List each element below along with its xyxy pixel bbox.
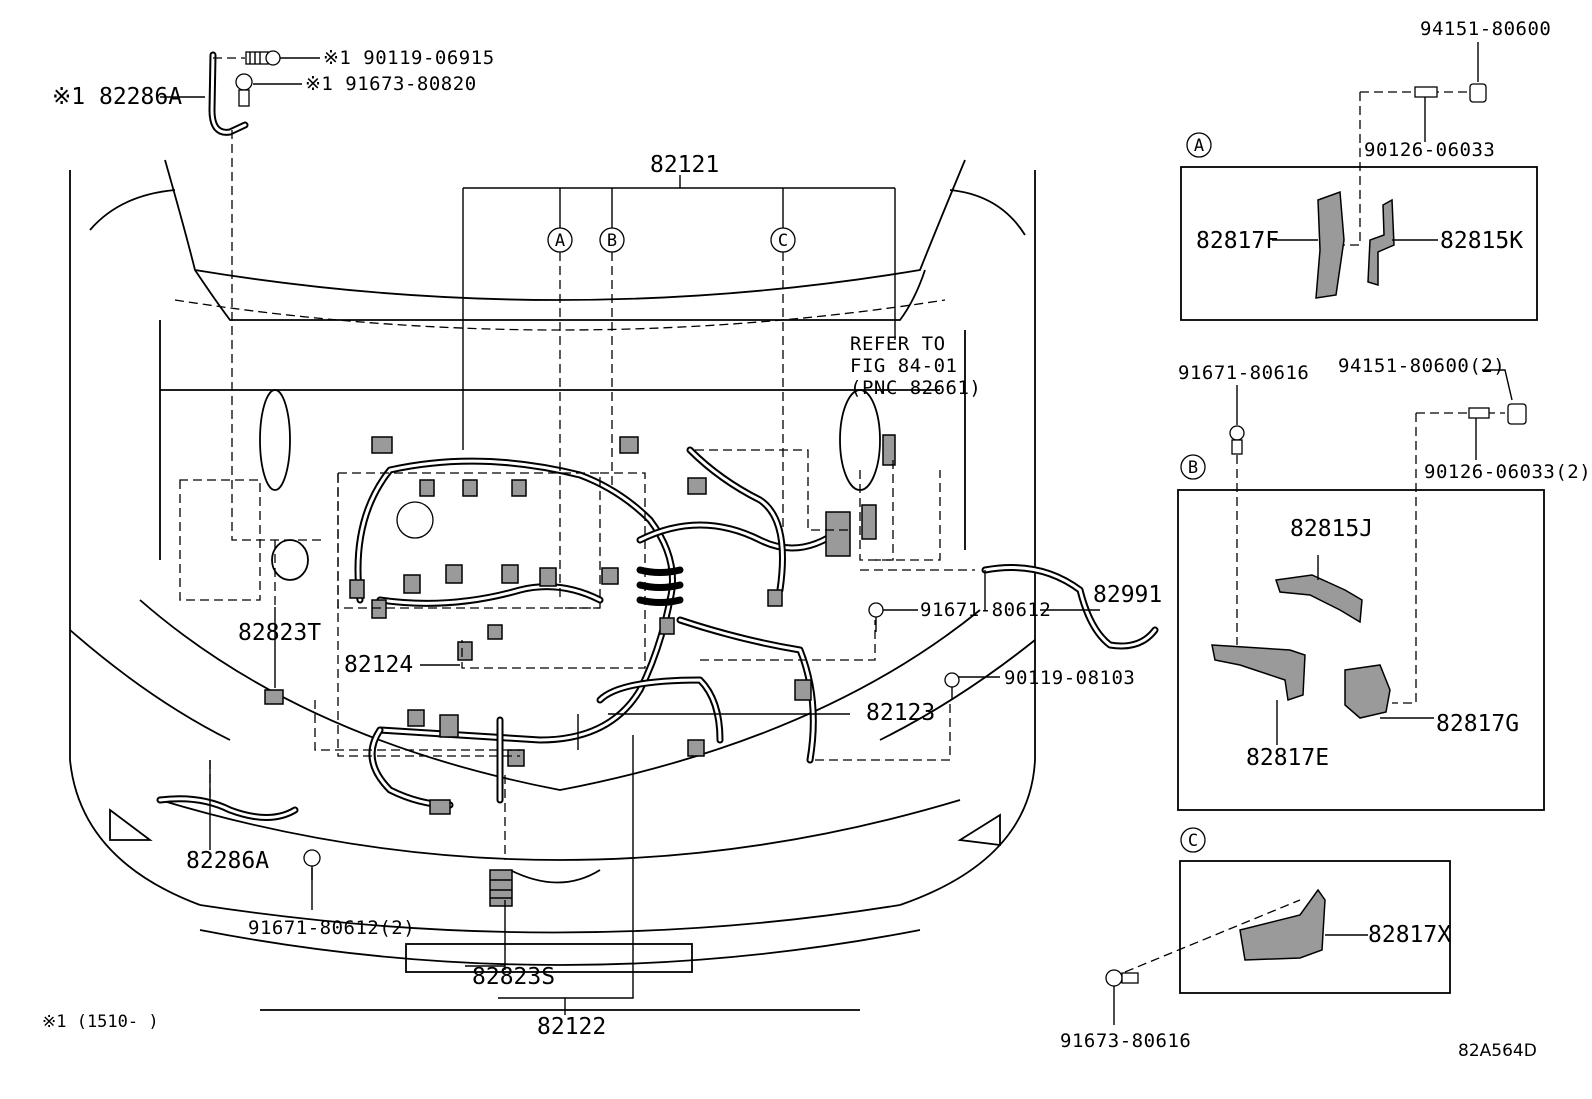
label-82817E: 82817E <box>1246 745 1329 771</box>
label-82991: 82991 <box>1093 582 1162 608</box>
footnote: ※1 (1510- ) <box>42 1012 159 1032</box>
marker-a-detail: A <box>1194 136 1204 156</box>
label-91673-80616: 91673-80616 <box>1060 1030 1191 1052</box>
clip-91671-80612-2-icon <box>303 849 321 880</box>
label-82817X: 82817X <box>1368 922 1451 948</box>
harness-82121-leader <box>462 175 896 598</box>
vehicle-body-outline <box>69 159 1036 1011</box>
label-82817F: 82817F <box>1196 228 1279 254</box>
nut-94151-80600-icon <box>1469 83 1487 103</box>
label-91671-80612-2: 91671-80612(2) <box>248 917 415 939</box>
bolt-91673-80616-icon <box>1105 969 1139 987</box>
label-91673-80820: ※1 91673-80820 <box>305 73 477 95</box>
label-82286A: 82286A <box>186 848 269 874</box>
refer-note-line-3: (PNC 82661) <box>850 377 981 399</box>
label-94151-80600-2: 94151-80600(2) <box>1338 355 1505 377</box>
label-82815J: 82815J <box>1290 516 1373 542</box>
marker-b-main: B <box>599 227 625 253</box>
detail-c-frame <box>1179 860 1451 994</box>
stud-90126-06033-icon <box>1414 86 1438 98</box>
marker-a-main-label: A <box>555 231 565 251</box>
main-leader-lines <box>209 540 1100 1015</box>
label-94151-80600: 94151-80600 <box>1420 18 1551 40</box>
refer-note-line-1: REFER TO <box>850 333 946 355</box>
nut-94151-80600-2-icon <box>1507 403 1527 425</box>
bracket-82817X <box>1239 888 1326 961</box>
detail-b-frame <box>1177 489 1545 811</box>
label-82122: 82122 <box>537 1014 606 1040</box>
marker-c-main-label: C <box>778 231 788 251</box>
detail-b: B <box>1177 369 1545 811</box>
label-82823S: 82823S <box>472 964 555 990</box>
label-90126-06033: 90126-06033 <box>1364 139 1495 161</box>
bracket-82817F <box>1315 190 1345 299</box>
detail-c: C <box>1105 827 1451 1025</box>
marker-b-main-label: B <box>607 231 617 251</box>
stud-90126-06033-2-icon <box>1468 407 1490 419</box>
detail-a-frame <box>1180 166 1538 321</box>
bolt-91673-80820-icon <box>235 73 253 107</box>
label-82286A-top: ※1 82286A <box>52 84 182 110</box>
clip-91671-80612-icon <box>868 602 884 632</box>
clip-91671-80616-icon <box>1229 425 1245 455</box>
marker-a-main: A <box>547 227 573 253</box>
connectors <box>264 434 896 907</box>
label-91671-80616: 91671-80616 <box>1178 362 1309 384</box>
bolt-90119-08103-icon <box>944 672 960 700</box>
label-82817G: 82817G <box>1436 711 1519 737</box>
label-90126-06033-2: 90126-06033(2) <box>1424 461 1591 483</box>
label-90119-06915: ※1 90119-06915 <box>323 47 495 69</box>
label-82823T: 82823T <box>238 620 321 646</box>
marker-c-detail: C <box>1188 831 1198 851</box>
engine-callout-frames <box>209 449 975 860</box>
label-90119-08103: 90119-08103 <box>1004 667 1135 689</box>
marker-c-main: C <box>770 227 796 253</box>
bracket-82815J <box>1275 574 1363 624</box>
detail-a: A <box>1180 42 1538 321</box>
ground-strap-group <box>160 50 325 541</box>
label-82121: 82121 <box>650 152 719 178</box>
label-82815K: 82815K <box>1440 228 1523 254</box>
diagram-code: 82A564D <box>1458 1041 1537 1061</box>
label-82123: 82123 <box>866 700 935 726</box>
label-91671-80612: 91671-80612 <box>920 599 1051 621</box>
marker-b-detail: B <box>1188 458 1198 478</box>
bolt-90119-06915-icon <box>245 50 281 66</box>
bracket-82817E <box>1211 644 1306 701</box>
bracket-82817G <box>1344 664 1391 719</box>
engine-wire-harness <box>156 51 1159 821</box>
refer-note-line-2: FIG 84-01 <box>850 355 957 377</box>
bracket-82815K <box>1367 198 1395 287</box>
label-82124: 82124 <box>344 652 413 678</box>
